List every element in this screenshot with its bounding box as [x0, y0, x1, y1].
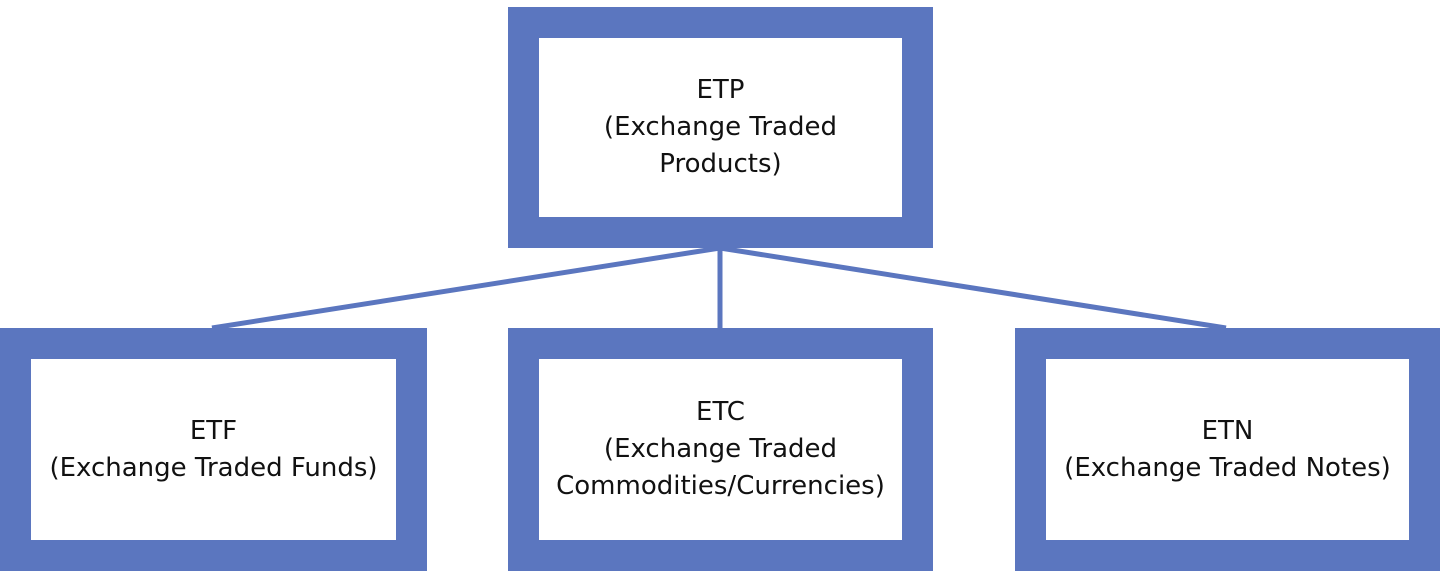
node-etn-text: ETN (Exchange Traded Notes): [1064, 413, 1391, 487]
node-etn-line-2: (Exchange Traded Notes): [1064, 452, 1391, 483]
node-etn-line-1: ETN: [1201, 415, 1254, 446]
node-etn: ETN (Exchange Traded Notes): [1015, 328, 1440, 571]
node-etc-text: ETC (Exchange Traded Commodities/Currenc…: [556, 394, 885, 505]
node-etp-line-3: Products): [659, 149, 782, 179]
node-etp-text: ETP (Exchange Traded Products): [604, 72, 837, 183]
node-etp-line-2: (Exchange Traded: [603, 112, 838, 142]
node-etp-line-1: ETP: [696, 75, 745, 105]
node-etc-line-3: Commodities/Currencies): [556, 471, 885, 501]
node-etf-text: ETF (Exchange Traded Funds): [49, 413, 377, 487]
node-etf-line-1: ETF: [189, 415, 238, 446]
node-etc: ETC (Exchange Traded Commodities/Currenc…: [508, 328, 933, 571]
node-etc-line-1: ETC: [696, 397, 745, 427]
node-etp: ETP (Exchange Traded Products): [508, 7, 933, 248]
node-etf: ETF (Exchange Traded Funds): [0, 328, 427, 571]
node-etc-line-2: (Exchange Traded: [603, 434, 838, 464]
connector-etp-etf: [211, 245, 721, 331]
node-etf-line-2: (Exchange Traded Funds): [49, 452, 378, 483]
connector-etp-etn: [719, 245, 1227, 331]
